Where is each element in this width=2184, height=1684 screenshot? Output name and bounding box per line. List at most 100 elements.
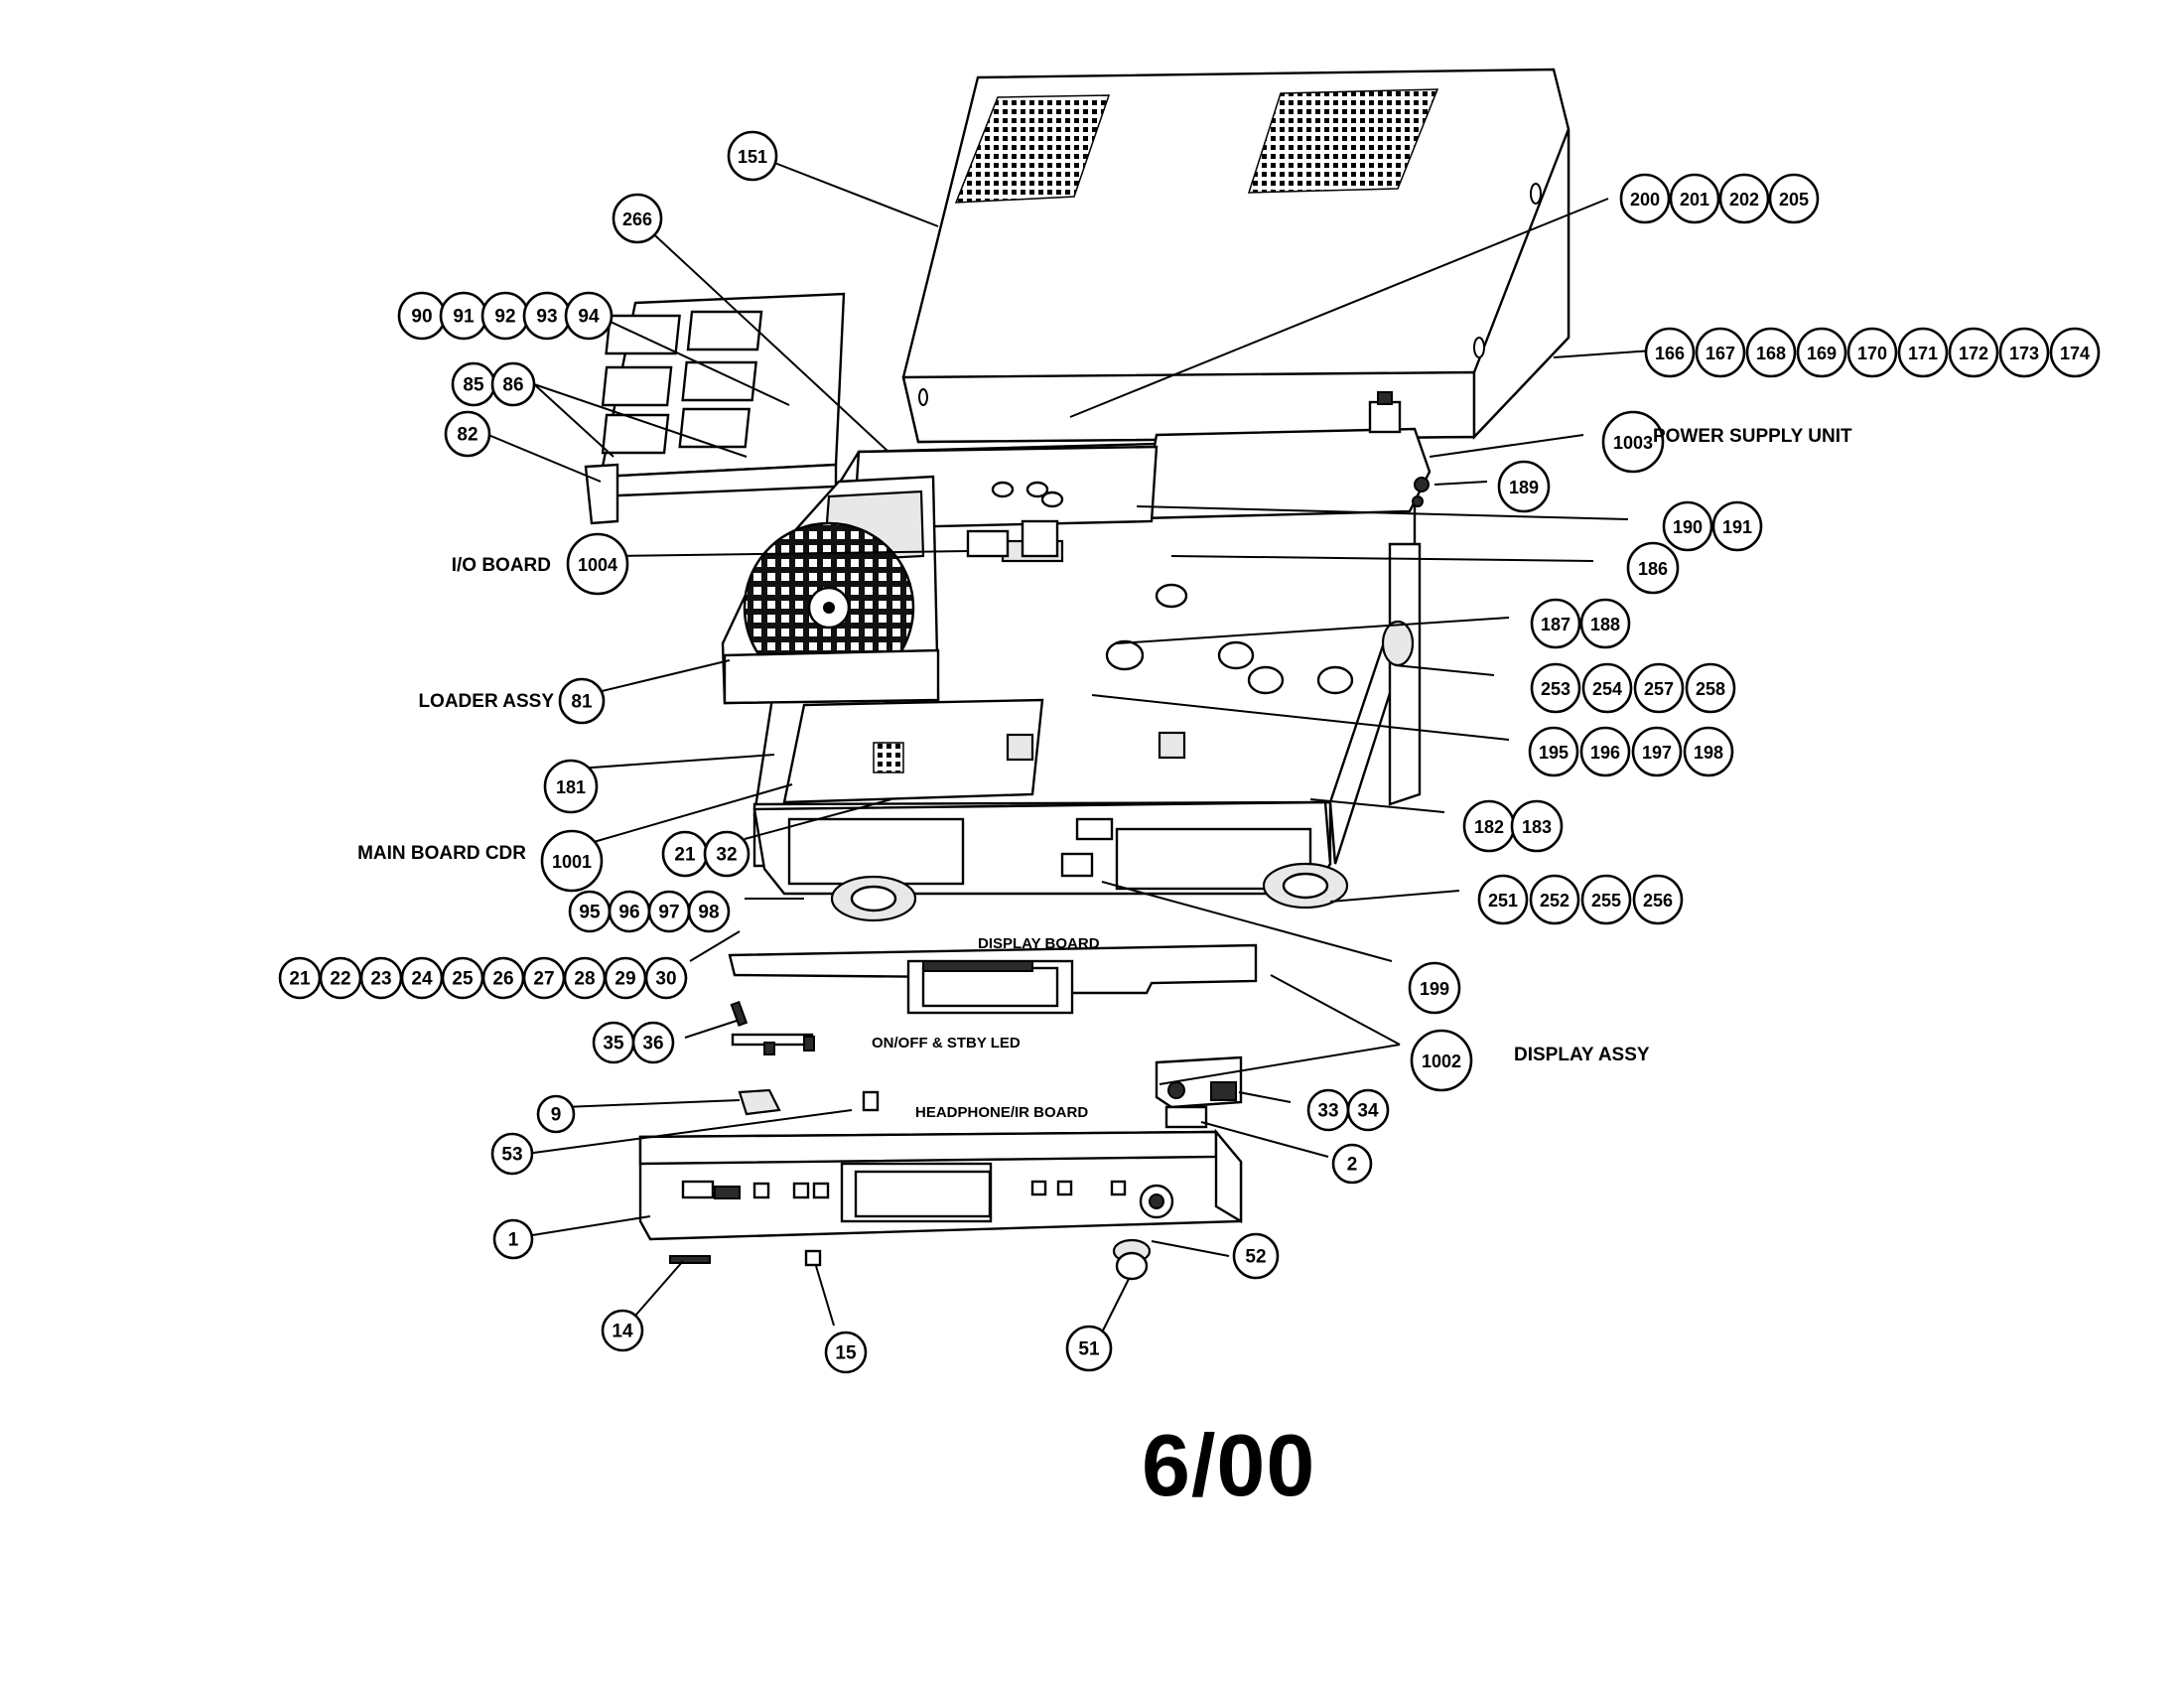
callout-number: 14 <box>612 1322 633 1342</box>
callout-circle <box>1718 173 1770 224</box>
callout-number: 199 <box>1420 979 1449 999</box>
callout-circle <box>492 1218 534 1260</box>
callout-number: 1004 <box>578 555 617 575</box>
callout-group-g52: 52 <box>1232 1232 1280 1280</box>
callout-number: 198 <box>1694 743 1723 763</box>
callout-number: 21 <box>674 845 696 866</box>
small-parts <box>669 1238 1152 1281</box>
callout-circle <box>1528 726 1579 777</box>
headphone-board-label: HEADPHONE/IR BOARD <box>915 1104 1088 1121</box>
callout-circle <box>1631 726 1683 777</box>
callout-circle <box>1619 173 1671 224</box>
callout-circle <box>566 532 629 596</box>
callout-number: 254 <box>1592 679 1622 699</box>
callout-number: 187 <box>1541 615 1570 634</box>
leader-lines <box>476 158 1654 1333</box>
callout-circle <box>543 759 599 814</box>
callout-circle <box>1579 598 1631 649</box>
callout-circle <box>564 291 614 341</box>
callout-group-g1: 1 <box>492 1218 534 1260</box>
callout-number: 9 <box>551 1105 562 1126</box>
callout-number: 98 <box>698 903 719 923</box>
callout-number: 97 <box>658 903 679 923</box>
callout-circle <box>687 890 731 933</box>
callout-circle <box>1530 598 1581 649</box>
callout-number: 1003 <box>1613 433 1653 453</box>
callout-number: 92 <box>494 307 515 328</box>
callout-circle <box>727 130 778 182</box>
callout-number: 197 <box>1642 743 1672 763</box>
callout-circle <box>1497 460 1551 513</box>
callout-circle <box>1580 874 1632 925</box>
callout-circle <box>1626 541 1680 595</box>
callout-number: 266 <box>622 210 652 229</box>
callout-circle <box>2049 327 2101 378</box>
callout-number: 22 <box>330 969 350 990</box>
callout-circle <box>824 1331 868 1374</box>
callout-number: 82 <box>457 425 478 446</box>
callout-number: 36 <box>642 1034 663 1054</box>
callout-group-g15: 15 <box>824 1331 868 1374</box>
callout-circle <box>1846 327 1898 378</box>
display-board-label: DISPLAY BOARD <box>978 935 1100 952</box>
callout-number: 251 <box>1488 891 1518 911</box>
callout-number: 2 <box>1347 1155 1358 1176</box>
callout-circle <box>536 1094 576 1134</box>
headphone-ir-board-part <box>1155 1055 1243 1129</box>
callout-circle <box>1632 874 1684 925</box>
callout-number: 90 <box>411 307 432 328</box>
callout-circle <box>612 193 663 244</box>
front-frame-part <box>752 620 1415 922</box>
callout-circle <box>1768 173 1820 224</box>
callout-number: 171 <box>1908 344 1938 363</box>
power-supply-label: POWER SUPPLY UNIT <box>1653 426 1852 447</box>
callout-number: 183 <box>1522 817 1552 837</box>
callout-number: 26 <box>492 969 513 990</box>
loader-assy-label: LOADER ASSY <box>418 691 554 712</box>
callout-number: 81 <box>571 692 593 713</box>
callout-circle <box>1477 874 1529 925</box>
callout-number: 94 <box>578 307 600 328</box>
callout-circle <box>1410 1029 1473 1092</box>
callout-number: 29 <box>614 969 635 990</box>
callout-circle <box>1662 500 1713 552</box>
callout-circle <box>1711 500 1763 552</box>
callout-number: 27 <box>533 969 554 990</box>
callout-number: 1002 <box>1422 1052 1461 1071</box>
callout-circle <box>1644 327 1696 378</box>
loader-assy-part <box>721 475 940 705</box>
callout-circle <box>1796 327 1847 378</box>
callout-number: 52 <box>1245 1247 1266 1268</box>
display-assy-label: DISPLAY ASSY <box>1514 1045 1650 1065</box>
callout-group-g181: 181 <box>543 759 599 814</box>
callout-number: 91 <box>453 307 475 328</box>
callout-circle <box>1065 1325 1113 1372</box>
callout-number: 168 <box>1756 344 1786 363</box>
callout-number: 190 <box>1673 517 1703 537</box>
callout-group-g186: 186 <box>1626 541 1680 595</box>
callout-number: 34 <box>1357 1101 1379 1122</box>
callout-number: 189 <box>1509 478 1539 497</box>
callout-circle <box>1346 1088 1390 1132</box>
callout-circle <box>1232 1232 1280 1280</box>
callout-number: 181 <box>556 777 586 797</box>
callout-number: 86 <box>502 375 523 396</box>
callout-group-g82: 82 <box>444 410 491 458</box>
callout-group-g81: 81 <box>558 677 606 725</box>
callout-number: 21 <box>289 969 311 990</box>
callout-number: 196 <box>1590 743 1620 763</box>
callout-number: 15 <box>835 1343 857 1364</box>
callout-circle <box>444 410 491 458</box>
callout-group-g53: 53 <box>490 1132 534 1176</box>
